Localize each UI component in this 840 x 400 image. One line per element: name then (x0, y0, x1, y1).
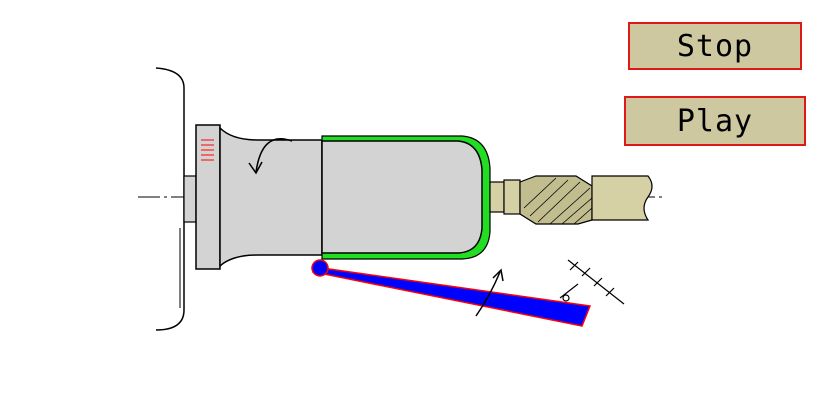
knurl-hatching (523, 177, 593, 225)
flange-scale-marks (201, 139, 214, 161)
mandrel-body (321, 140, 483, 254)
hub (183, 175, 197, 223)
flange (195, 124, 221, 270)
roller-tip (311, 259, 329, 277)
mandrel-neck (219, 126, 323, 268)
tailstock-knurl (519, 175, 593, 225)
roller-arm (311, 267, 592, 327)
tailstock-shaft (591, 175, 653, 221)
play-button[interactable]: Play (624, 96, 806, 146)
tailstock-connector (489, 181, 505, 213)
ground-hatch-icon (559, 259, 625, 305)
diagonal-arrow-icon (475, 268, 504, 317)
stop-button[interactable]: Stop (628, 22, 802, 70)
tailstock-collar (503, 179, 521, 215)
curved-arrow-icon (248, 137, 293, 175)
